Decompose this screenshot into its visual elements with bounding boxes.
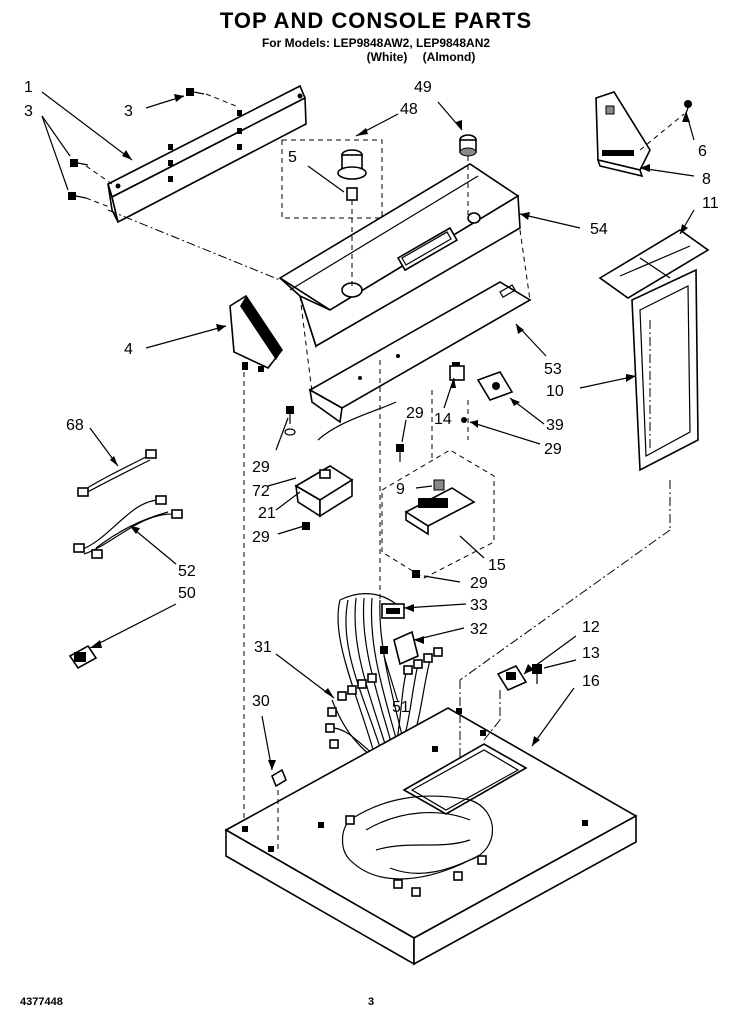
callout-3a: 3 xyxy=(24,103,33,120)
callout-72: 72 xyxy=(252,483,270,500)
part-8-endcap xyxy=(595,91,651,178)
part-1-bracket xyxy=(107,84,307,224)
part-31-terminals xyxy=(325,647,443,775)
callout-9: 9 xyxy=(396,481,405,498)
callout-30: 30 xyxy=(252,693,270,710)
callout-5: 5 xyxy=(288,149,297,166)
page-title: TOP AND CONSOLE PARTS xyxy=(219,8,533,33)
arrowheads xyxy=(90,94,690,770)
part-31-lower-harness xyxy=(341,795,493,897)
part-30-clip xyxy=(271,768,287,788)
callout-21: 21 xyxy=(258,505,276,522)
callout-29b: 29 xyxy=(544,441,562,458)
callout-33: 33 xyxy=(470,597,488,614)
part-39-bracket xyxy=(476,371,514,401)
callout-6: 6 xyxy=(698,143,707,160)
callout-32: 32 xyxy=(470,621,488,638)
callout-49: 49 xyxy=(414,79,432,96)
callout-29a: 29 xyxy=(406,405,424,422)
callout-15: 15 xyxy=(488,557,506,574)
callout-11: 11 xyxy=(702,195,719,212)
callout-3b: 3 xyxy=(124,103,133,120)
box-48 xyxy=(281,139,383,219)
page-number: 3 xyxy=(368,996,375,1008)
callout-68: 68 xyxy=(66,417,84,434)
callout-39: 39 xyxy=(546,417,564,434)
callout-1: 1 xyxy=(24,79,33,96)
part-16-top xyxy=(224,707,638,966)
callout-31: 31 xyxy=(254,639,272,656)
part-12-bracket xyxy=(496,664,528,692)
part-32-bracket xyxy=(393,630,419,666)
part-50-connector xyxy=(68,644,98,670)
callout-29c: 29 xyxy=(252,459,270,476)
part-13-screw xyxy=(532,664,542,684)
part-9-board xyxy=(404,479,476,536)
callout-16: 16 xyxy=(582,673,600,690)
callout-labels: 1 3 3 5 48 49 6 8 11 54 4 53 10 39 14 29… xyxy=(24,79,719,716)
document-number: 4377448 xyxy=(20,996,63,1008)
callout-50: 50 xyxy=(178,585,196,602)
callout-14: 14 xyxy=(434,411,452,428)
part-3-screws xyxy=(68,88,205,200)
part-49-knob xyxy=(459,134,477,157)
callout-29e: 29 xyxy=(470,575,488,592)
part-14-switch xyxy=(449,362,465,381)
part-52-harness xyxy=(73,495,183,559)
box-15 xyxy=(381,449,495,579)
callout-54: 54 xyxy=(590,221,608,238)
callout-53: 53 xyxy=(544,361,562,378)
models-line: For Models: LEP9848AW2, LEP9848AN2 xyxy=(261,36,491,50)
part-10-bezel xyxy=(631,268,699,472)
part-21-timer xyxy=(294,465,354,518)
callout-52: 52 xyxy=(178,563,196,580)
callout-8: 8 xyxy=(702,171,711,188)
callout-29d: 29 xyxy=(252,529,270,546)
part-54-console xyxy=(278,163,521,349)
color-white: (White) xyxy=(366,50,408,64)
callout-13: 13 xyxy=(582,645,600,662)
part-29-screws xyxy=(286,406,420,578)
part-33-clamp xyxy=(381,603,405,619)
part-53-rail xyxy=(308,281,532,424)
part-4-endcap xyxy=(229,294,283,372)
part-5-knob xyxy=(337,149,367,201)
color-variants: (White) (Almond) xyxy=(90,50,752,64)
color-almond: (Almond) xyxy=(422,50,476,64)
page-header: TOP AND CONSOLE PARTS For Models: LEP984… xyxy=(0,8,752,64)
callout-51: 51 xyxy=(392,699,410,716)
callout-10: 10 xyxy=(546,383,564,400)
callout-48: 48 xyxy=(400,101,418,118)
callout-4: 4 xyxy=(124,341,133,358)
callout-12: 12 xyxy=(582,619,600,636)
part-68-harness xyxy=(77,449,157,497)
part-11-lens xyxy=(598,229,710,299)
